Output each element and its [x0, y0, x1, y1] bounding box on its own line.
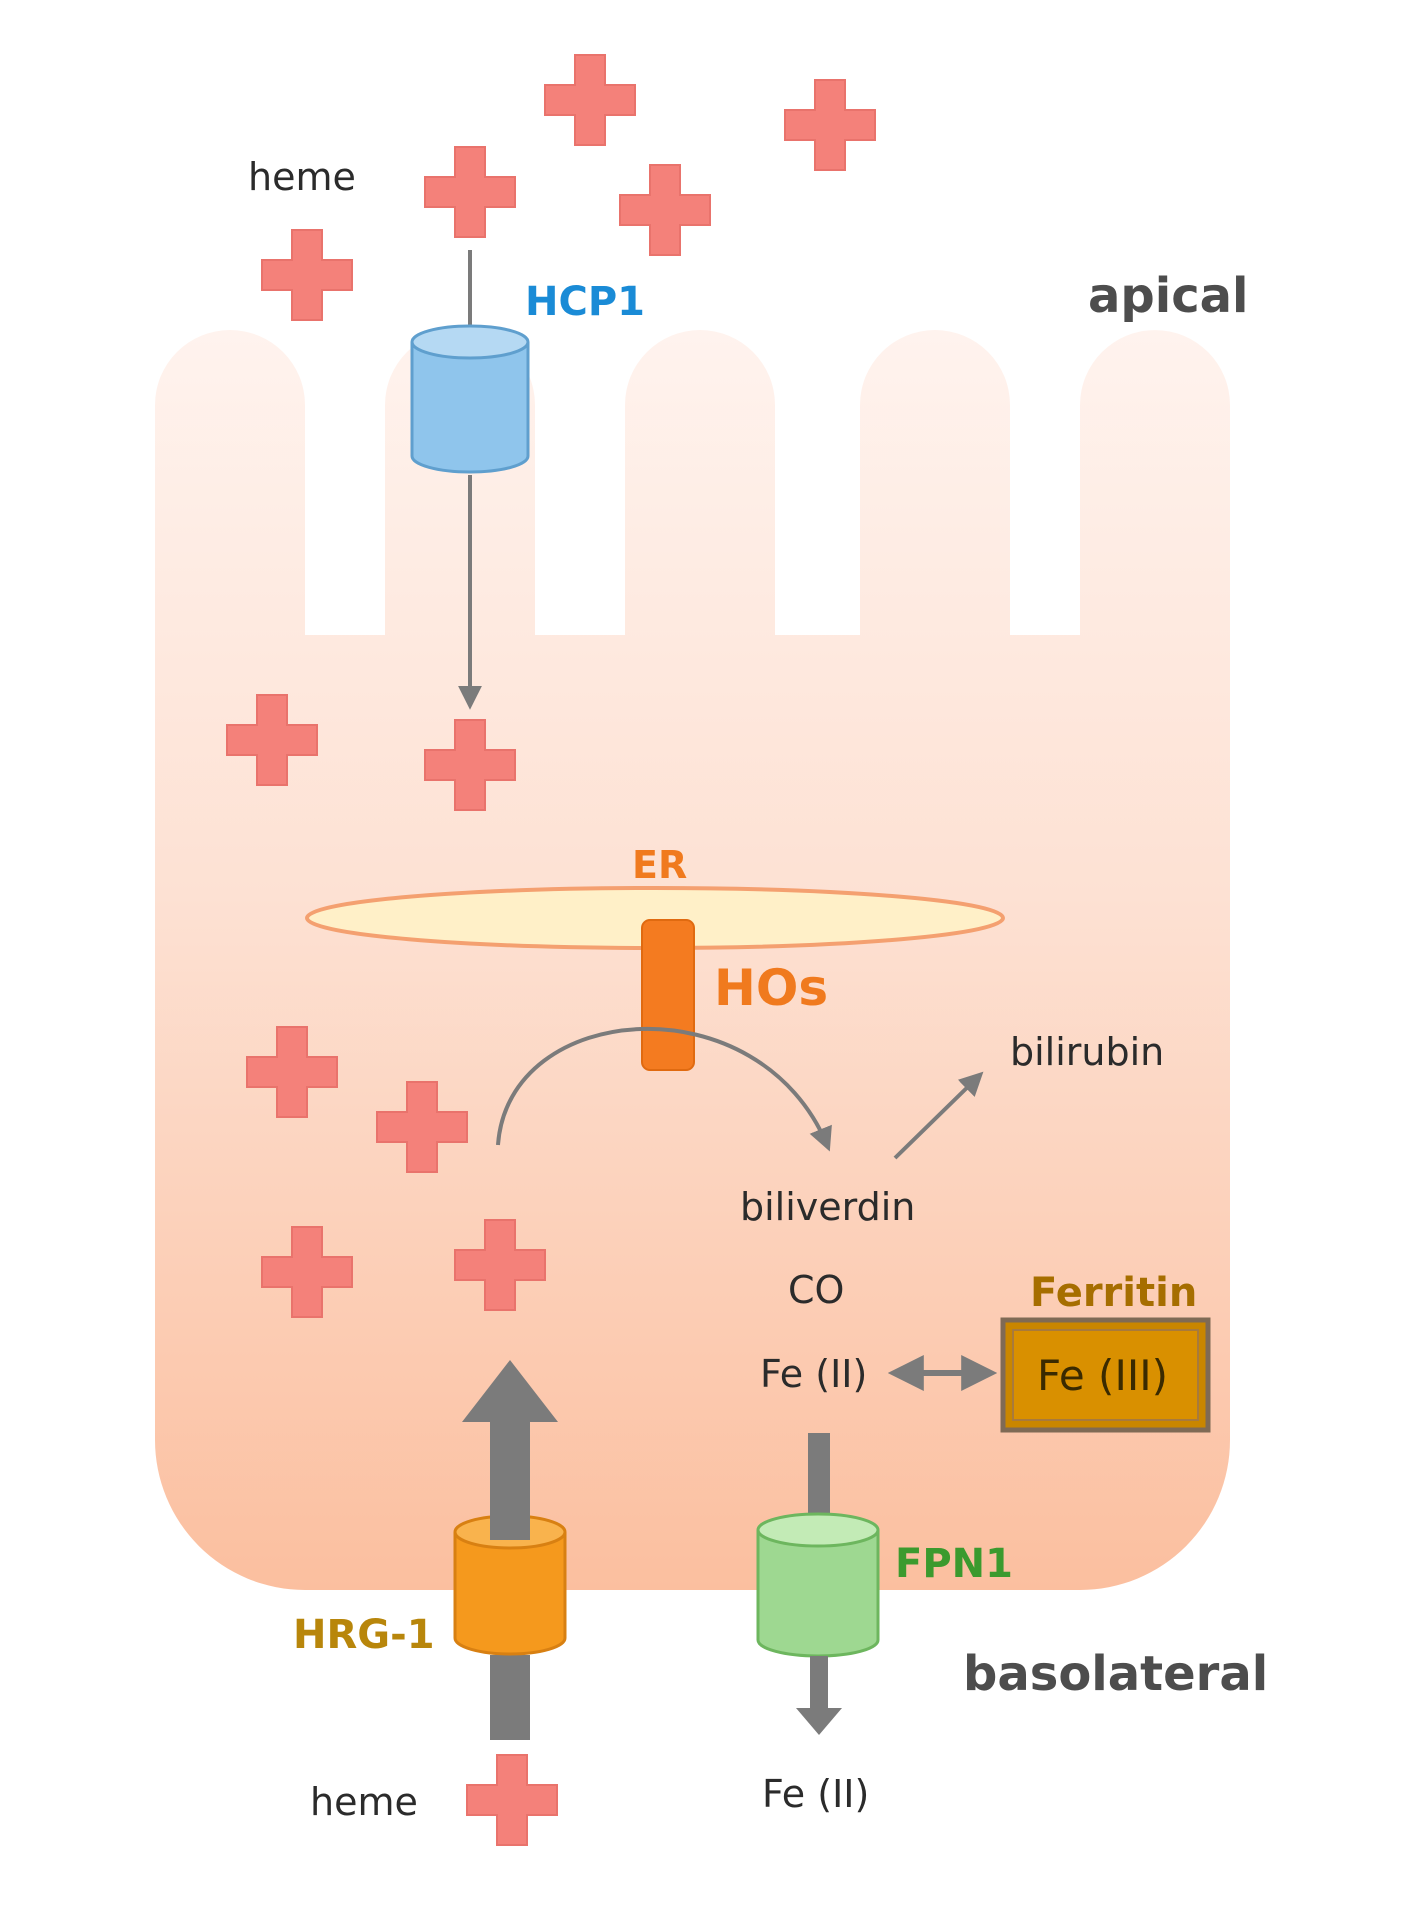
heme-molecule [784, 79, 876, 171]
co-label: CO [788, 1268, 844, 1312]
heme-molecule [424, 146, 516, 238]
hrg1-transporter [453, 1360, 567, 1740]
er-label: ER [632, 843, 687, 887]
fe-ii-inside-label: Fe (II) [760, 1352, 867, 1396]
heme-molecule [261, 229, 353, 321]
heme-label-bottom: heme [310, 1780, 418, 1824]
heme-molecule-basolateral [466, 1754, 558, 1846]
biliverdin-to-bilirubin-arrow [893, 1071, 984, 1160]
heme-label-top: heme [248, 155, 356, 199]
hos-label: HOs [714, 959, 828, 1017]
hcp1-label: HCP1 [525, 279, 645, 325]
ho-reaction-arrow [496, 1026, 832, 1152]
heme-molecule [619, 164, 711, 256]
ferritin-box [1000, 1317, 1211, 1433]
hcp1-transporter [410, 250, 530, 710]
basolateral-label: basolateral [963, 1646, 1268, 1702]
apical-label: apical [1088, 268, 1249, 324]
biliverdin-label: biliverdin [740, 1185, 915, 1229]
hrg1-label: HRG-1 [293, 1612, 435, 1658]
fe-iii-label: Fe (III) [1037, 1351, 1168, 1400]
fe-ii-outside-label: Fe (II) [762, 1772, 869, 1816]
bilirubin-label: bilirubin [1010, 1030, 1164, 1074]
fpn1-label: FPN1 [895, 1541, 1013, 1587]
heme-oxygenase [641, 919, 695, 1071]
heme-molecule [544, 54, 636, 146]
fpn1-transporter [756, 1433, 880, 1735]
ferritin-label: Ferritin [1030, 1270, 1197, 1316]
